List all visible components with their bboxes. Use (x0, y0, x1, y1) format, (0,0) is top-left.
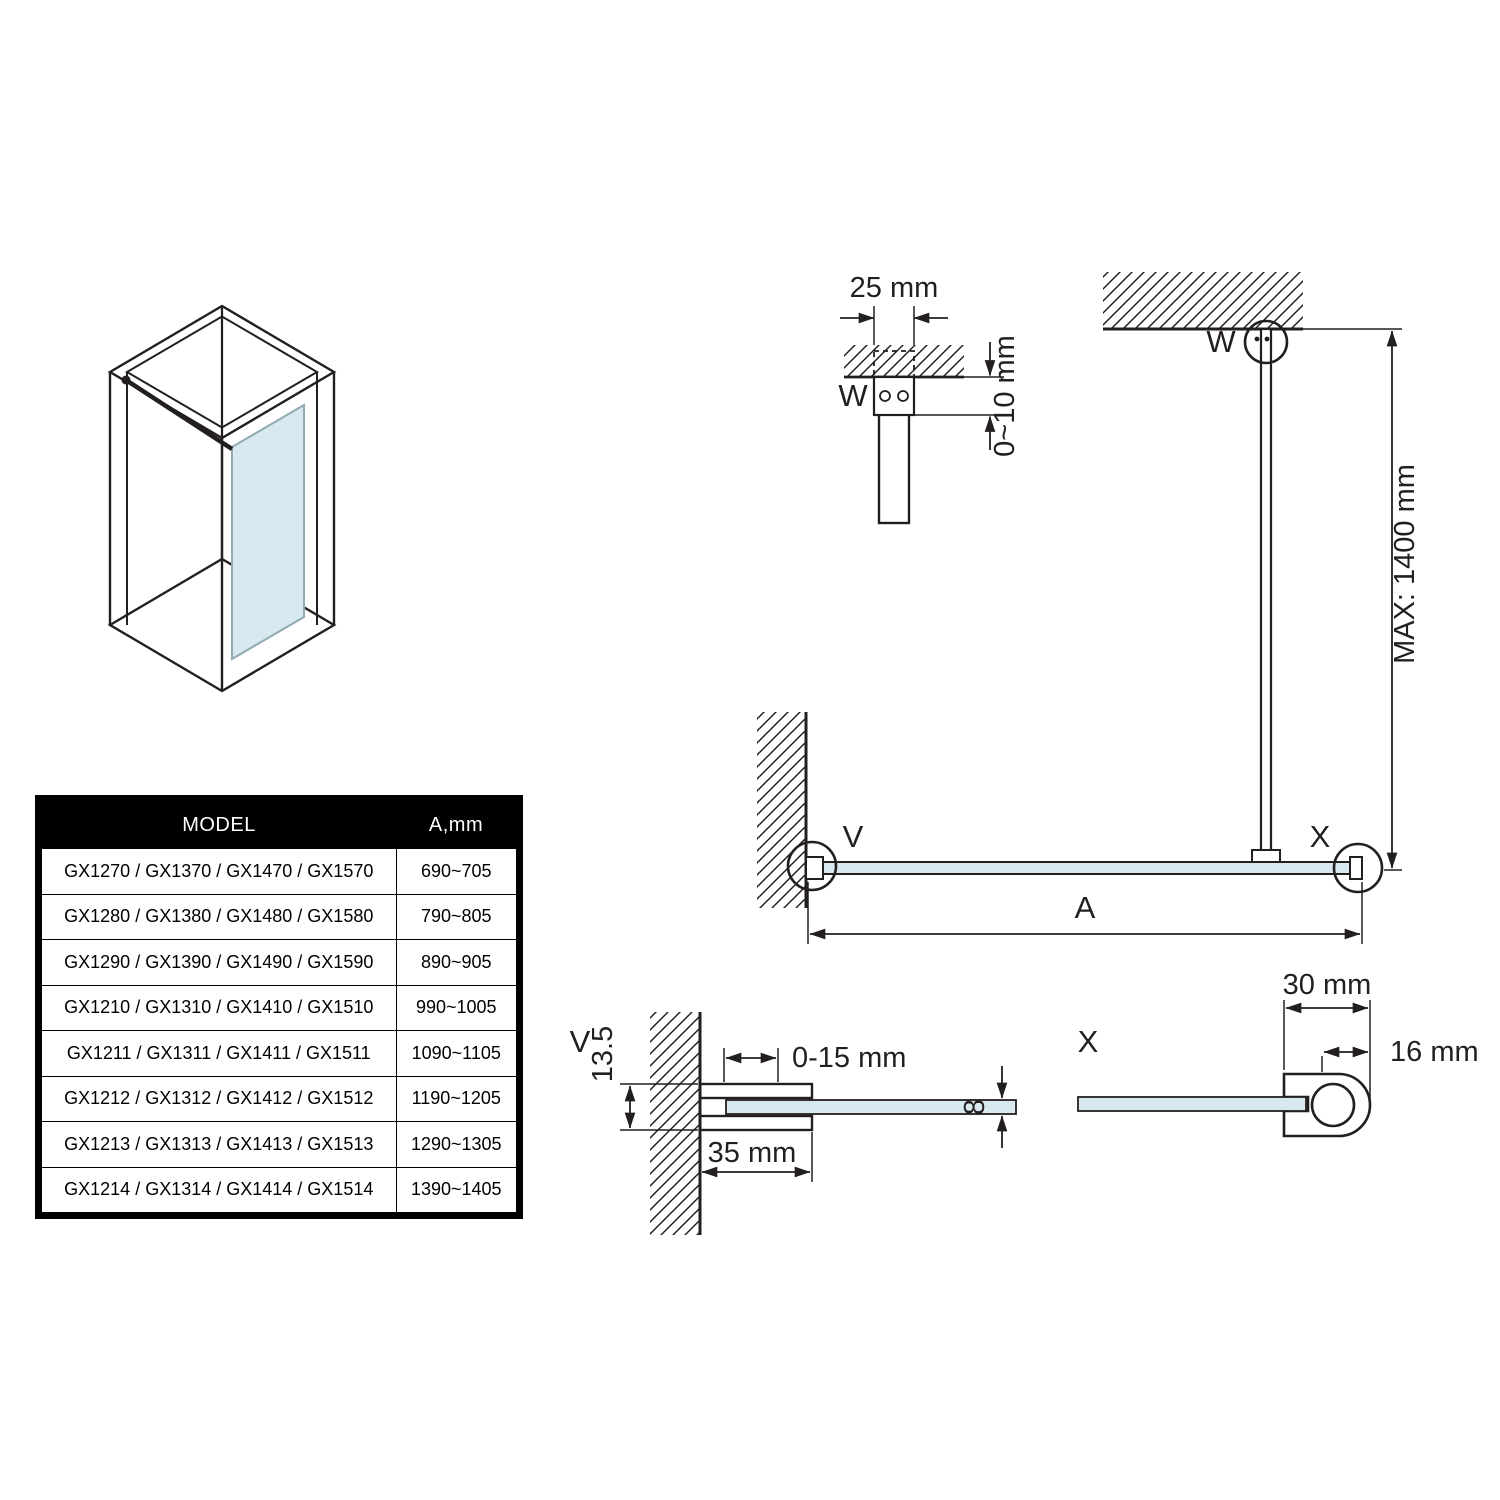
bracket-screw-right (897, 390, 909, 402)
bracket-screw-left (879, 390, 891, 402)
detail-w-view: 25 mm 0~10 mm W (838, 272, 1021, 525)
profile-width-label: 13.5 (587, 1026, 619, 1082)
a-cell: 990~1005 (395, 984, 520, 1031)
glass-section-x (1077, 1096, 1307, 1112)
header-model: MODEL (38, 798, 396, 849)
end-cap-fitting (1349, 856, 1363, 880)
a-cell: 1090~1105 (395, 1030, 520, 1077)
set-screw-dot-1 (1254, 336, 1260, 342)
detail-v-view: V 0-15 mm 13.5 (570, 1012, 1017, 1235)
width-a-label: A (1075, 890, 1096, 925)
bar-glass-bracket (1251, 849, 1281, 863)
model-cell: GX1211 / GX1311 / GX1411 / GX1511 (38, 1030, 397, 1077)
model-cell: GX1210 / GX1310 / GX1410 / GX1510 (38, 984, 397, 1031)
wall-hatch-top (1103, 272, 1303, 329)
model-cell: GX1213 / GX1313 / GX1413 / GX1513 (38, 1121, 397, 1168)
model-cell: GX1270 / GX1370 / GX1470 / GX1570 (38, 848, 397, 895)
model-cell: GX1290 / GX1390 / GX1490 / GX1590 (38, 939, 397, 986)
model-cell: GX1280 / GX1380 / GX1480 / GX1580 (38, 893, 397, 940)
a-cell: 790~805 (395, 893, 520, 940)
table-row: GX1290 / GX1390 / GX1490 / GX1590 890~90… (38, 939, 520, 986)
cap-height-label: 16 mm (1390, 1036, 1479, 1068)
detail-marker-w-circle (1243, 319, 1289, 365)
dim-8mm: 8 (959, 1066, 1008, 1148)
wall-hatch-v (650, 1012, 700, 1235)
dim-0-10mm: 0~10 mm (914, 335, 1021, 457)
plan-view: W V X MAX: 1400 mm A (757, 272, 1421, 944)
dim-0-15mm: 0-15 mm (723, 1042, 906, 1082)
dim-35mm: 35 mm (701, 1132, 813, 1182)
support-bar-mount-iso (121, 375, 131, 385)
wall-profile-top-flange (698, 1082, 814, 1100)
detail-w-label: W (838, 378, 868, 413)
table-row: GX1280 / GX1380 / GX1480 / GX1580 790~80… (38, 893, 520, 940)
profile-depth-label: 35 mm (708, 1137, 797, 1169)
wall-profile-bottom-flange (698, 1114, 814, 1132)
dim-max-1400: MAX: 1400 mm (1303, 328, 1421, 871)
table-row: GX1212 / GX1312 / GX1412 / GX1512 1190~1… (38, 1075, 520, 1122)
detail-w-width-label: 25 mm (850, 272, 939, 304)
wall-profile-fitting (805, 856, 824, 880)
detail-x-view: X 30 mm 16 mm (1077, 969, 1479, 1138)
dim-16mm: 16 mm (1321, 1036, 1479, 1072)
wall-hatch-left (757, 712, 806, 908)
support-bar-iso (124, 378, 234, 451)
a-cell: 1290~1305 (395, 1121, 520, 1168)
table-row: GX1211 / GX1311 / GX1411 / GX1511 1090~1… (38, 1030, 520, 1077)
model-table: MODEL A,mm GX1270 / GX1370 / GX1470 / GX… (35, 795, 523, 1219)
end-cap-round-bar (1310, 1082, 1356, 1128)
dim-13-5: 13.5 (587, 1026, 698, 1131)
elevation-x-label: X (1310, 819, 1331, 854)
ceiling-hatch (844, 345, 964, 377)
detail-x-label: X (1078, 1024, 1099, 1059)
a-cell: 1190~1205 (395, 1075, 520, 1122)
table-row: GX1213 / GX1313 / GX1413 / GX1513 1290~1… (38, 1121, 520, 1168)
header-a-mm: A,mm (396, 798, 520, 849)
a-cell: 890~905 (395, 939, 520, 986)
model-cell: GX1214 / GX1314 / GX1414 / GX1514 (38, 1166, 397, 1216)
glass-section-v (725, 1099, 1017, 1115)
glass-panel-iso (231, 403, 305, 661)
adjust-range-label: 0-15 mm (792, 1042, 906, 1074)
detail-marker-x-circle (1332, 842, 1384, 894)
dim-a: A (807, 882, 1363, 944)
glass-thickness-label: 8 (959, 1099, 991, 1115)
detail-w-gap-label: 0~10 mm (989, 335, 1021, 457)
table-row: GX1210 / GX1310 / GX1410 / GX1510 990~10… (38, 984, 520, 1031)
table-row: GX1270 / GX1370 / GX1470 / GX1570 690~70… (38, 848, 520, 895)
table-header-row: MODEL A,mm (38, 798, 520, 849)
dim-30mm: 30 mm (1283, 969, 1372, 1100)
max-height-label: MAX: 1400 mm (1389, 464, 1421, 664)
a-cell: 690~705 (395, 848, 520, 895)
glass-panel-plan (805, 861, 1363, 875)
dim-25mm: 25 mm (840, 272, 948, 345)
a-cell: 1390~1405 (395, 1166, 520, 1216)
set-screw-dot-2 (1264, 336, 1270, 342)
model-cell: GX1212 / GX1312 / GX1412 / GX1512 (38, 1075, 397, 1122)
table-row: GX1214 / GX1314 / GX1414 / GX1514 1390~1… (38, 1166, 520, 1216)
isometric-view (107, 304, 337, 693)
detail-marker-v-circle (786, 840, 838, 892)
detail-v-label: V (570, 1024, 591, 1059)
elevation-w-label: W (1206, 324, 1236, 359)
cap-width-label: 30 mm (1283, 969, 1372, 1001)
elevation-v-label: V (843, 819, 864, 854)
support-bar (1259, 327, 1273, 868)
